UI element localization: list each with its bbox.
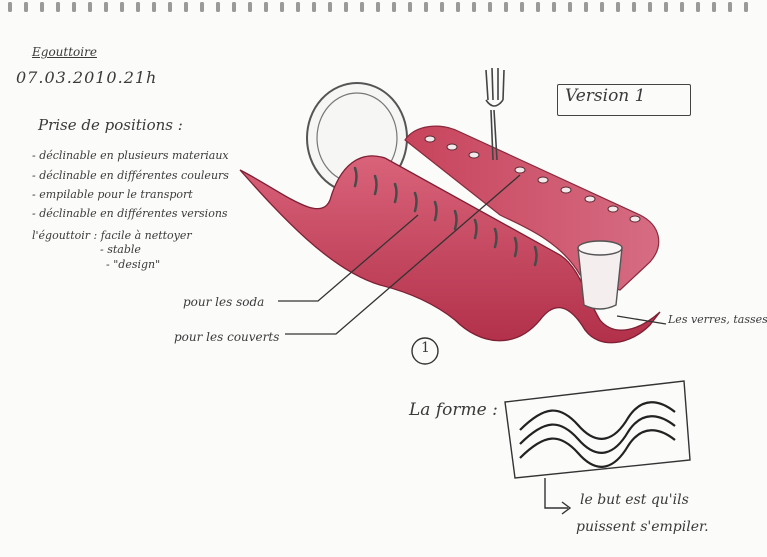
glass-icon [578,241,622,309]
form-sketch [505,381,690,478]
sketch-number: 1 [421,341,430,355]
arrow-icon [545,478,570,514]
form-label: La forme : [409,402,498,419]
label-soda: pour les soda [183,296,264,308]
label-cutlery: pour les couverts [174,331,279,343]
stacking-note: puissent s'empiler. [576,520,709,534]
stacking-note: le but est qu'ils [580,493,689,507]
label-glasses: Les verres, tasses [668,314,767,325]
